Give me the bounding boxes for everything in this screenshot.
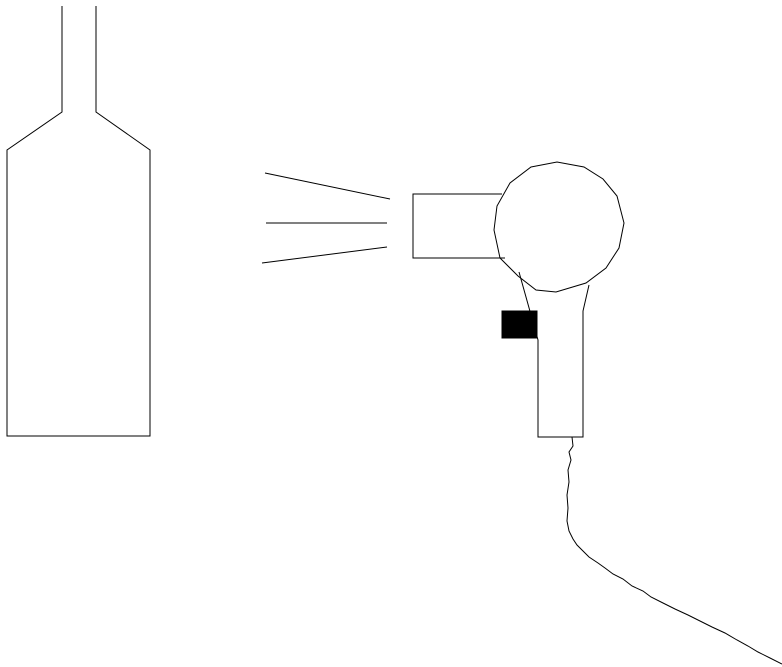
- hair-dryer: [412, 161, 625, 438]
- air-stream-line-top: [264, 172, 391, 200]
- hair-dryer-handle: [518, 271, 590, 438]
- air-stream: [261, 172, 391, 264]
- hair-dryer-body: [493, 161, 625, 293]
- hair-dryer-switch: [501, 310, 538, 339]
- air-stream-line-bottom: [261, 246, 388, 264]
- bottle-outline: [6, 6, 151, 437]
- hair-dryer-nozzle: [412, 193, 505, 259]
- bottle: [6, 6, 151, 437]
- power-cord: [566, 436, 782, 665]
